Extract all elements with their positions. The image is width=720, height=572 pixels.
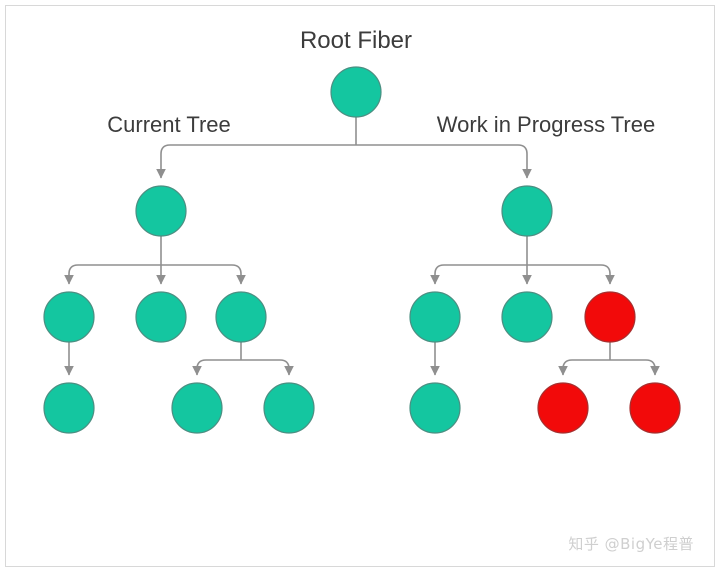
edge-wip-c3-to-leaf2: [558, 359, 610, 376]
watermark: 知乎 @BigYe程普: [568, 535, 694, 553]
side-labels: Current Tree Work in Progress Tree: [107, 112, 655, 137]
wip-l3-node-1[interactable]: WIP leaf 1: [409, 382, 461, 434]
edge-wip-to-c3: [527, 264, 615, 285]
edge-current-to-c3: [161, 264, 246, 285]
current-l3-node-3[interactable]: Current leaf 3: [263, 382, 315, 434]
edge-current-c3-to-leaf2: [192, 359, 241, 376]
current-l3-node-2[interactable]: Current leaf 2: [171, 382, 223, 434]
edge-wip-c3-to-leaf3: [610, 359, 660, 376]
edge-root-to-wip: [356, 144, 532, 179]
root-fiber-node[interactable]: Root Fiber: [330, 66, 382, 118]
wip-l1-node[interactable]: Work in Progress Root: [501, 185, 553, 237]
current-tree-label: Current Tree: [107, 112, 231, 137]
wip-l2-node-3[interactable]: WIP child 3 (updated): [584, 291, 636, 343]
current-l2-node-3[interactable]: Current child 3: [215, 291, 267, 343]
edge-wip-to-c1: [430, 264, 527, 285]
edges-layer: [64, 117, 660, 376]
current-l1-node[interactable]: Current Tree Root: [135, 185, 187, 237]
page-title: Root Fiber: [300, 27, 412, 54]
wip-tree-label: Work in Progress Tree: [437, 112, 655, 137]
wip-l2-node-2[interactable]: WIP child 2: [501, 291, 553, 343]
current-l2-node-2[interactable]: Current child 2: [135, 291, 187, 343]
wip-l3-node-3[interactable]: WIP leaf 3 (updated): [629, 382, 681, 434]
wip-l2-node-1[interactable]: WIP child 1: [409, 291, 461, 343]
edge-root-to-current: [156, 144, 356, 179]
text-layer: Root Fiber Current Tree Work in Progress …: [107, 27, 655, 137]
current-l3-node-1[interactable]: Current leaf 1: [43, 382, 95, 434]
edge-current-c3-to-leaf3: [241, 359, 294, 376]
wip-l3-node-2[interactable]: WIP leaf 2 (updated): [537, 382, 589, 434]
current-l2-node-1[interactable]: Current child 1: [43, 291, 95, 343]
edge-current-to-c1: [64, 264, 161, 285]
